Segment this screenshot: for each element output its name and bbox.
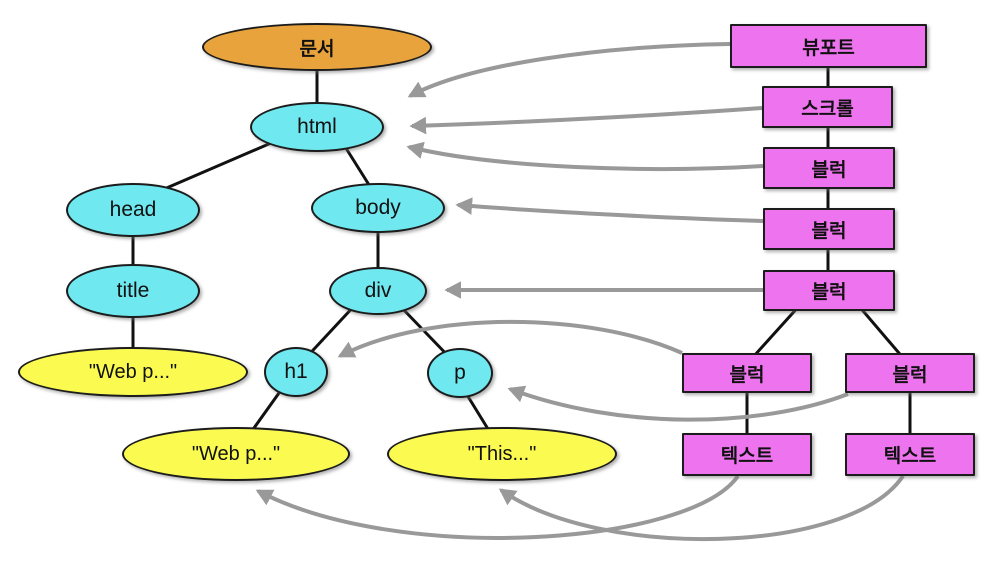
arrow-scroll-to-html [409,106,763,135]
dom-node-body: body [311,183,445,233]
render-node-scroll: 스크롤 [762,86,893,128]
dom-node-head: head [66,183,200,237]
render-node-block-p: 블럭 [845,353,975,393]
render-node-block-h1: 블럭 [682,353,812,393]
dom-node-p: p [427,348,493,398]
dom-node-div: div [329,267,427,315]
arrow-blockp-to-p [507,385,849,422]
render-node-block-html: 블럭 [763,147,895,189]
render-node-block-body: 블럭 [763,208,895,250]
dom-node-title-text: "Web p..." [18,347,248,397]
dom-node-html: html [250,102,384,152]
arrow-viewport-to-html [407,42,731,98]
arrow-block2-to-body [455,197,764,223]
dom-node-document: 문서 [202,23,432,71]
dom-node-h1: h1 [264,347,328,397]
render-node-block-div: 블럭 [763,270,895,311]
dom-node-h1-text: "Web p..." [122,427,350,481]
arrow-block1-to-html [406,141,764,171]
dom-node-p-text: "This..." [387,427,617,481]
render-node-text-p: 텍스트 [845,433,975,476]
arrow-text2-to-ptext [498,474,905,542]
dom-node-title: title [66,264,200,318]
render-node-viewport: 뷰포트 [730,24,927,68]
arrow-blockh1-to-h1 [337,319,683,358]
arrow-text1-to-h1text [255,474,740,540]
render-node-text-h1: 텍스트 [682,433,812,476]
